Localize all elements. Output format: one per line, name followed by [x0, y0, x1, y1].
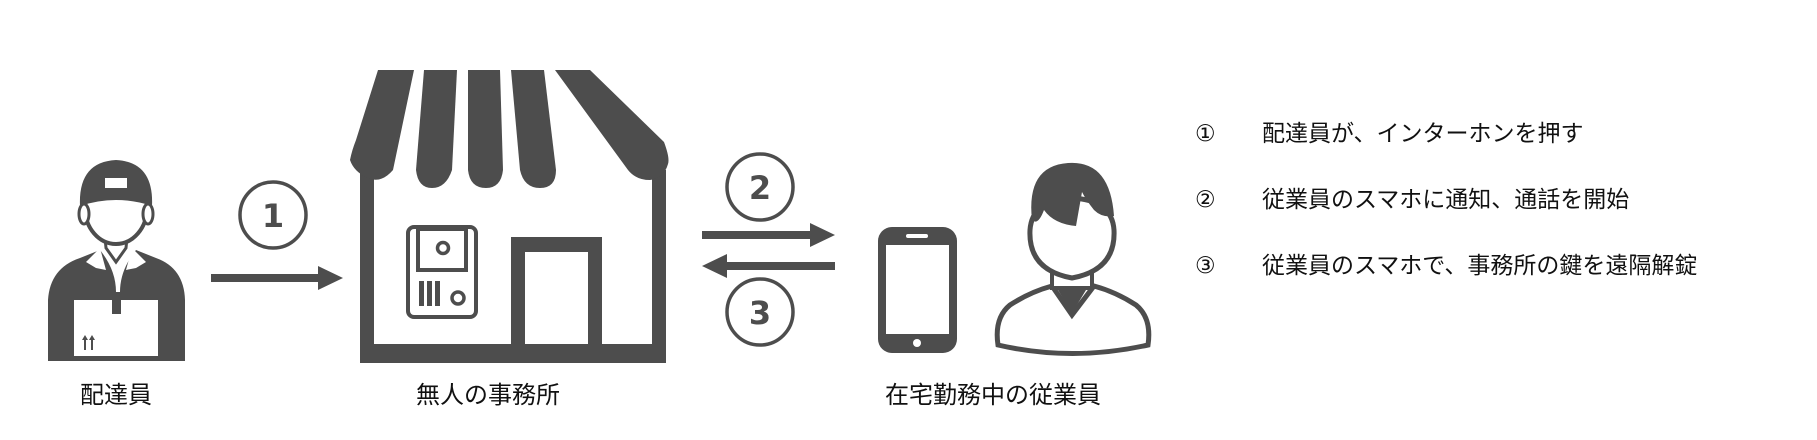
- arrow-right-icon: [702, 223, 835, 247]
- smartphone-icon: [878, 227, 957, 353]
- arrow-right-icon: [211, 266, 343, 290]
- step-2-marker: 2: [725, 152, 795, 222]
- svg-text:3: 3: [749, 294, 771, 332]
- actor-label-unmanned-office: 無人の事務所: [416, 381, 560, 409]
- legend-step-text: 配達員が、インターホンを押す: [1262, 121, 1584, 147]
- arrow-left-icon: [702, 254, 835, 278]
- intercom-icon: [406, 225, 478, 319]
- svg-text:1: 1: [262, 197, 284, 235]
- office-storefront-icon: [350, 70, 669, 363]
- employee-person-icon: [994, 162, 1152, 356]
- legend-step-number: ②: [1195, 187, 1216, 213]
- legend-step-text: 従業員のスマホで、事務所の鍵を遠隔解錠: [1262, 253, 1698, 279]
- actor-label-delivery-person: 配達員: [80, 381, 152, 409]
- svg-text:2: 2: [749, 169, 771, 207]
- legend-step-text: 従業員のスマホに通知、通話を開始: [1262, 187, 1630, 213]
- step-3-marker: 3: [725, 277, 795, 347]
- step-1-marker: 1: [238, 180, 308, 250]
- legend-step-number: ①: [1195, 121, 1216, 147]
- actor-label-remote-employee: 在宅勤務中の従業員: [885, 381, 1101, 409]
- legend-step-number: ③: [1195, 253, 1216, 279]
- delivery-person-icon: [48, 160, 185, 361]
